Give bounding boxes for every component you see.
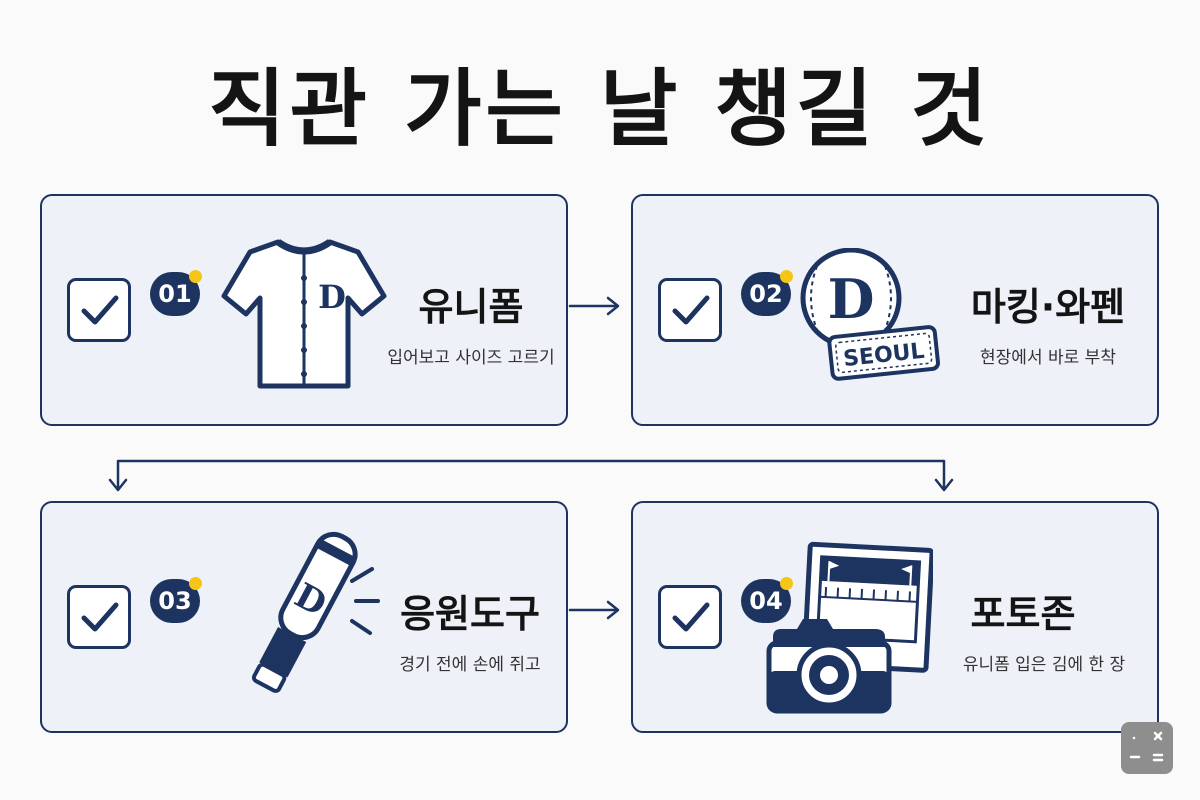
checkbox[interactable] (658, 585, 722, 649)
badge-dot (189, 577, 202, 590)
badge-dot (780, 270, 793, 283)
step-label: 포토존 (970, 592, 1076, 636)
step-label: 유니폼 (418, 285, 524, 329)
step-card-marking-patch: 02 D SEOUL 마킹·와펜 현장에서 바로 부착 (631, 194, 1159, 426)
arrow-3-to-4 (568, 600, 620, 620)
jersey-letter: D (318, 278, 346, 316)
step-description: 현장에서 바로 부착 (980, 348, 1116, 368)
step-number-badge: 01 (150, 270, 202, 316)
patch-letter: D (828, 267, 875, 331)
step-description: 유니폼 입은 김에 한 장 (962, 655, 1126, 675)
step-number-badge: 04 (741, 577, 793, 623)
step-description: 입어보고 사이즈 고르기 (387, 348, 555, 368)
step-label: 마킹·와펜 (970, 285, 1126, 329)
step-label: 응원도구 (400, 592, 540, 636)
checkbox[interactable] (658, 278, 722, 342)
arrow-1-to-2 (568, 296, 620, 316)
step-description: 경기 전에 손에 쥐고 (399, 655, 541, 675)
calculator-icon[interactable] (1121, 722, 1173, 774)
step-number-badge: 03 (150, 577, 202, 623)
step-card-uniform: 01 D 유니폼 입어보고 사이즈 고르기 (40, 194, 568, 426)
arrow-row-connector (108, 459, 954, 492)
motion-lines (350, 567, 380, 635)
checkbox[interactable] (67, 585, 131, 649)
step-number-badge: 02 (741, 270, 793, 316)
checkmark-icon (672, 602, 710, 632)
step-card-photo-zone: 04 포토존 유니폼 입은 김에 한 장 (631, 501, 1159, 733)
checkmark-icon (81, 602, 119, 632)
step-card-cheering-goods: 03 D 응원도구 경기 전에 손에 쥐고 (40, 501, 568, 733)
baseball-jersey-icon: D (221, 239, 387, 389)
cheering-bat-icon: D (251, 531, 380, 693)
camera-photo-icon (766, 541, 933, 714)
page-title: 직관 가는 날 챙길 것 (208, 60, 992, 158)
checkmark-icon (672, 295, 710, 325)
badge-dot (189, 270, 202, 283)
badge-dot (780, 577, 793, 590)
checkbox[interactable] (67, 278, 131, 342)
team-patch-icon: D SEOUL (800, 248, 940, 381)
calculator-glyph-icon (1129, 731, 1164, 762)
checkmark-icon (81, 295, 119, 325)
